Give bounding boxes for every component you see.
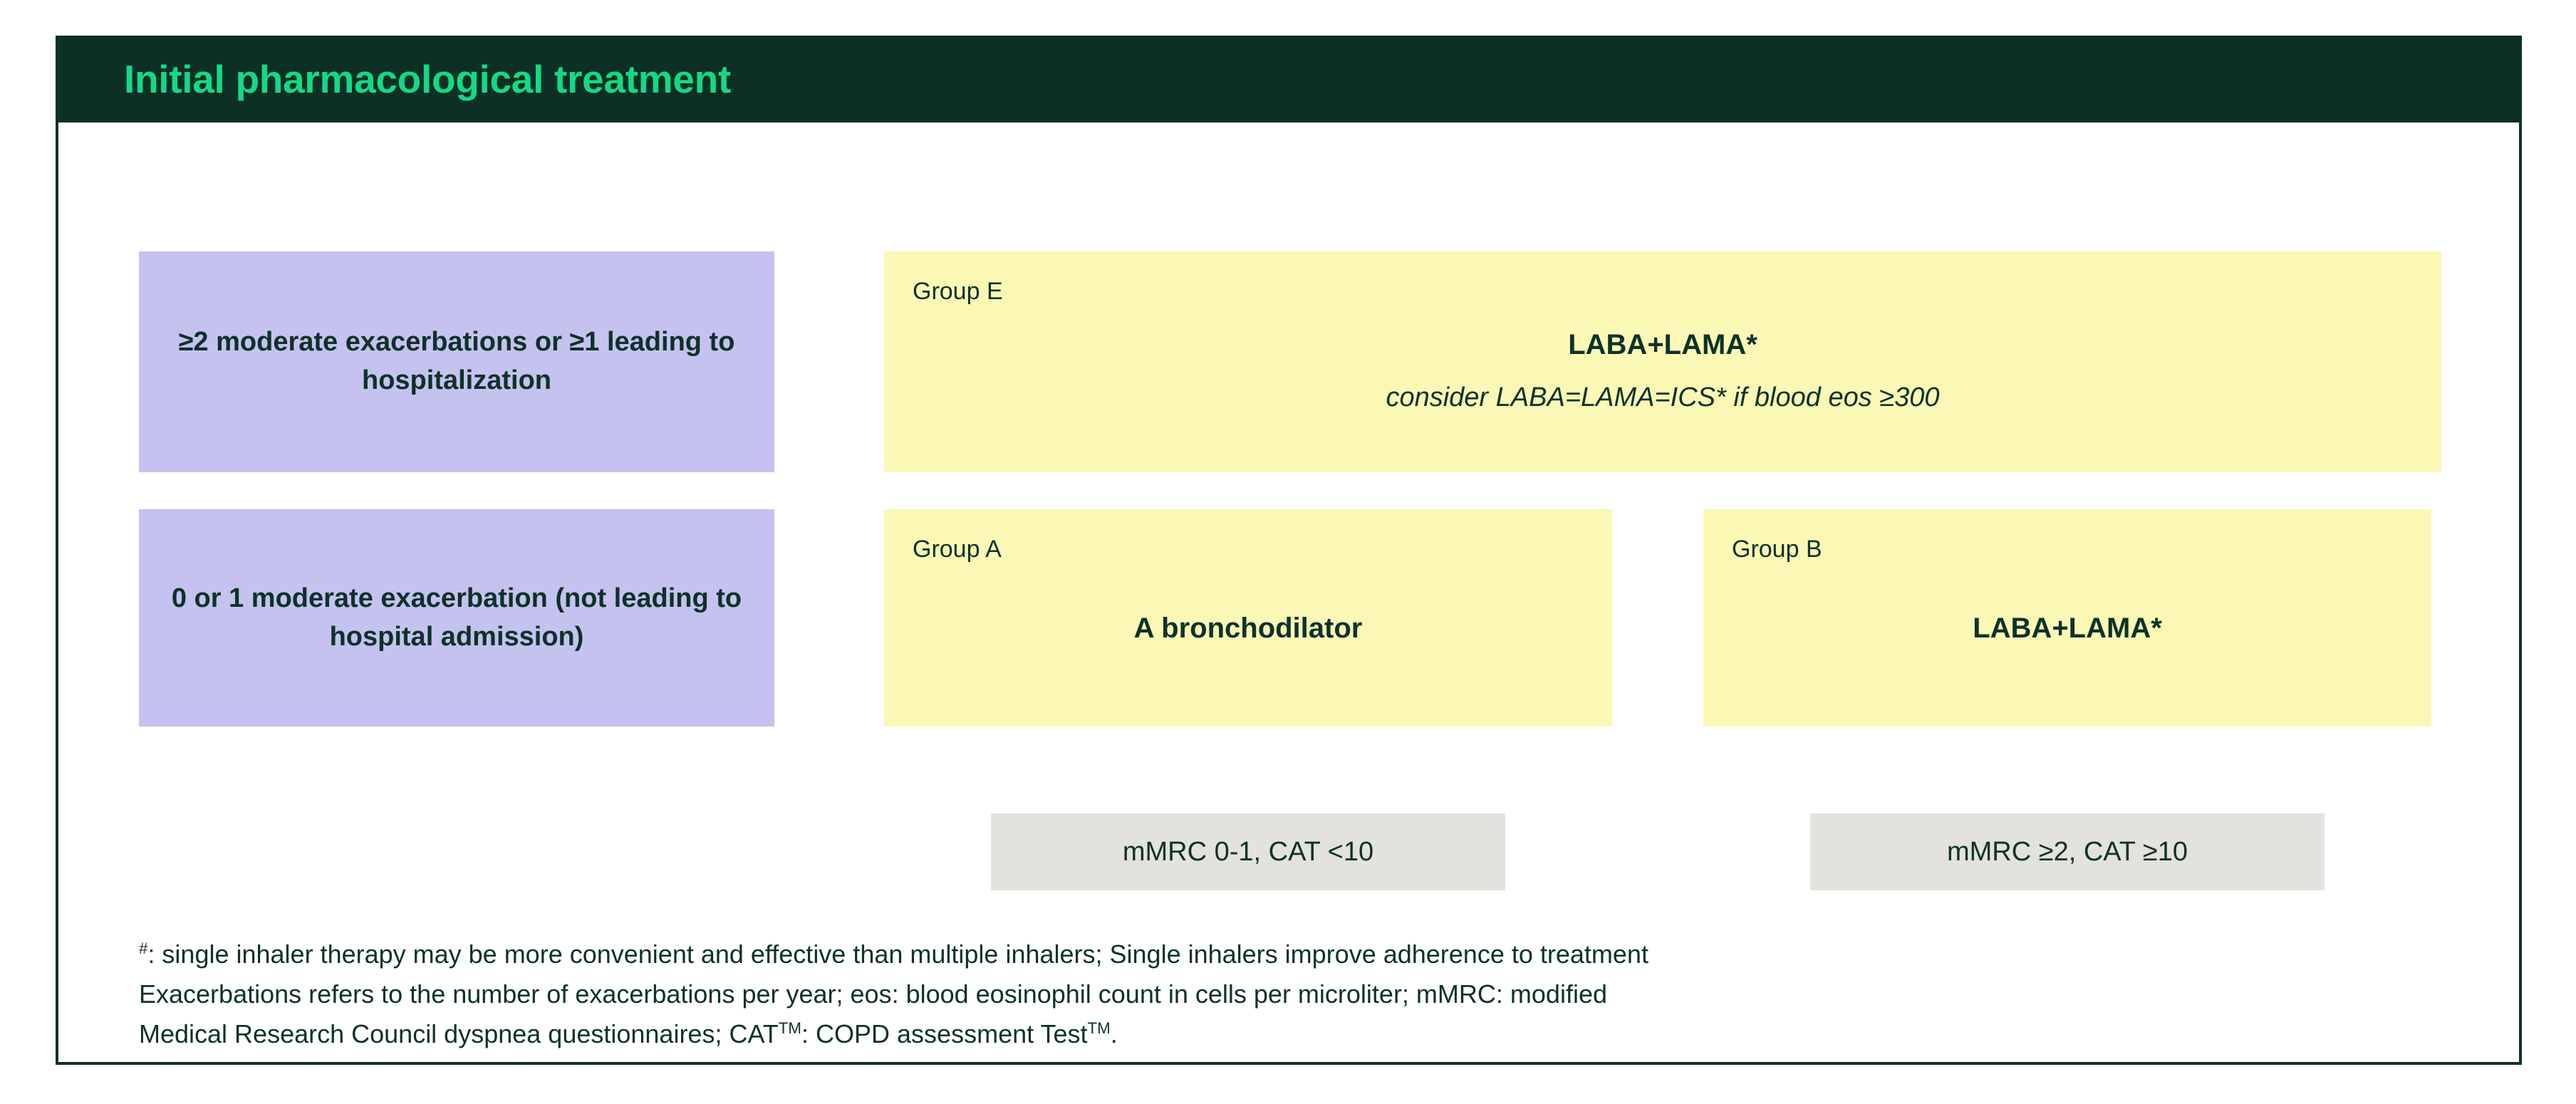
group-label-a: Group A <box>913 536 1002 563</box>
group-a-body: A bronchodilator <box>884 509 1612 727</box>
footnote-line-3-c: . <box>1110 1019 1118 1048</box>
group-a-primary-treatment: A bronchodilator <box>1133 612 1363 644</box>
footnote-tm-1: TM <box>778 1019 802 1037</box>
symptom-band-low-text: mMRC 0-1, CAT <10 <box>1122 836 1374 867</box>
group-label-b: Group B <box>1732 536 1822 563</box>
symptom-band-low: mMRC 0-1, CAT <10 <box>991 813 1505 890</box>
symptom-band-high-text: mMRC ≥2, CAT ≥10 <box>1946 836 2188 867</box>
group-label-e: Group E <box>913 278 1003 305</box>
footnote-line-3-b: : COPD assessment Test <box>801 1019 1088 1048</box>
group-e-secondary-treatment: consider LABA=LAMA=ICS* if blood eos ≥30… <box>1386 382 1940 413</box>
criteria-text: ≥2 moderate exacerbations or ≥1 leading … <box>178 327 735 395</box>
footnote-tm-2: TM <box>1087 1019 1111 1037</box>
footnote-line-2: Exacerbations refers to the number of ex… <box>139 979 1607 1009</box>
page-title: Initial pharmacological treatment <box>124 57 731 101</box>
treatment-box-group-b: Group B LABA+LAMA* <box>1703 509 2431 727</box>
footnote-line-3: Medical Research Council dyspnea questio… <box>139 1014 2376 1054</box>
treatment-box-group-a: Group A A bronchodilator <box>884 509 1612 727</box>
diagram-card: Initial pharmacological treatment ≥2 mod… <box>56 36 2522 1065</box>
header-band: Initial pharmacological treatment <box>56 36 2522 123</box>
footnote-marker: # <box>139 939 148 957</box>
group-e-primary-treatment: LABA+LAMA* <box>1568 329 1757 361</box>
footnote-line-1-text: : single inhaler therapy may be more con… <box>147 939 1648 969</box>
criteria-box-high-exacerbation-risk: ≥2 moderate exacerbations or ≥1 leading … <box>139 251 774 472</box>
group-b-primary-treatment: LABA+LAMA* <box>1973 612 2162 644</box>
criteria-text: 0 or 1 moderate exacerbation (not leadin… <box>171 583 742 652</box>
group-b-body: LABA+LAMA* <box>1703 509 2431 727</box>
footnote-line-3-a: Medical Research Council dyspnea questio… <box>139 1019 779 1048</box>
footnote: #: single inhaler therapy may be more co… <box>139 934 2376 1053</box>
symptom-band-high: mMRC ≥2, CAT ≥10 <box>1810 813 2325 890</box>
treatment-box-group-e: Group E LABA+LAMA* consider LABA=LAMA=IC… <box>884 251 2441 472</box>
diagram-content: ≥2 moderate exacerbations or ≥1 leading … <box>58 123 2525 1065</box>
footnote-line-1: #: single inhaler therapy may be more co… <box>139 934 2376 974</box>
group-e-body: LABA+LAMA* consider LABA=LAMA=ICS* if bl… <box>884 251 2441 472</box>
criteria-box-low-exacerbation-risk: 0 or 1 moderate exacerbation (not leadin… <box>139 509 774 727</box>
